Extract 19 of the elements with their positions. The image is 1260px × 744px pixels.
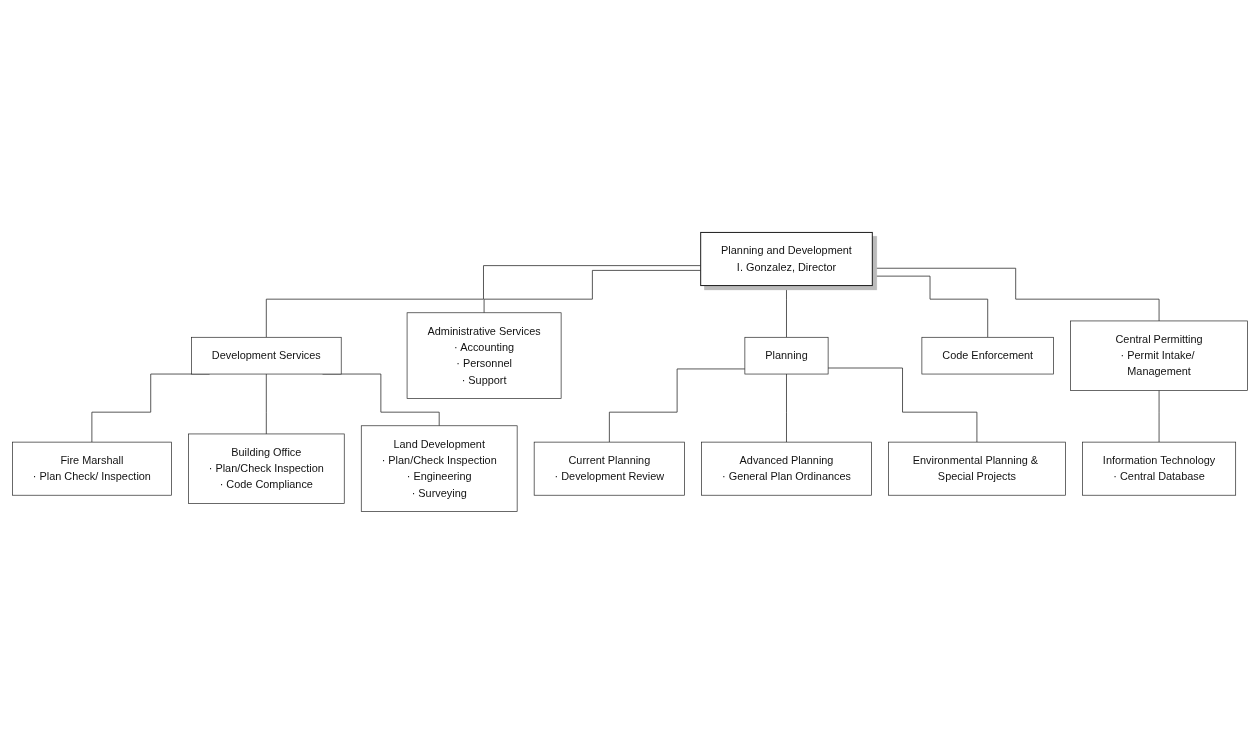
connector (1158, 389, 1160, 443)
connector (786, 285, 787, 338)
node-box: Administrative Services · Accounting · Personnel · Support (406, 312, 562, 399)
node-box: Information Technology · Central Database (1082, 441, 1237, 496)
node-box: Planning and Development I. Gonzalez, Director (700, 231, 873, 287)
node-box: Code Enforcement (921, 336, 1054, 375)
node-box: Land Development · Plan/Check Inspection · Engineering · Surveying (360, 425, 518, 512)
node-box: Environmental Planning & Special Projects (888, 441, 1066, 496)
connector (786, 373, 787, 443)
connector (827, 367, 978, 443)
node-box: Planning (744, 336, 829, 375)
connector (265, 373, 267, 435)
node-box: Current Planning · Development Review (533, 441, 685, 496)
node-box: Building Office · Plan/Check Inspection · Code Compliance (188, 433, 345, 504)
node-box: Development Services (191, 336, 342, 375)
node-box: Fire Marshall · Plan Check/ Inspection (12, 441, 172, 496)
connector (608, 368, 746, 443)
node-box: Central Permitting · Permit Intake/ Management (1070, 320, 1248, 391)
node-box: Advanced Planning · General Plan Ordinances (701, 441, 872, 496)
